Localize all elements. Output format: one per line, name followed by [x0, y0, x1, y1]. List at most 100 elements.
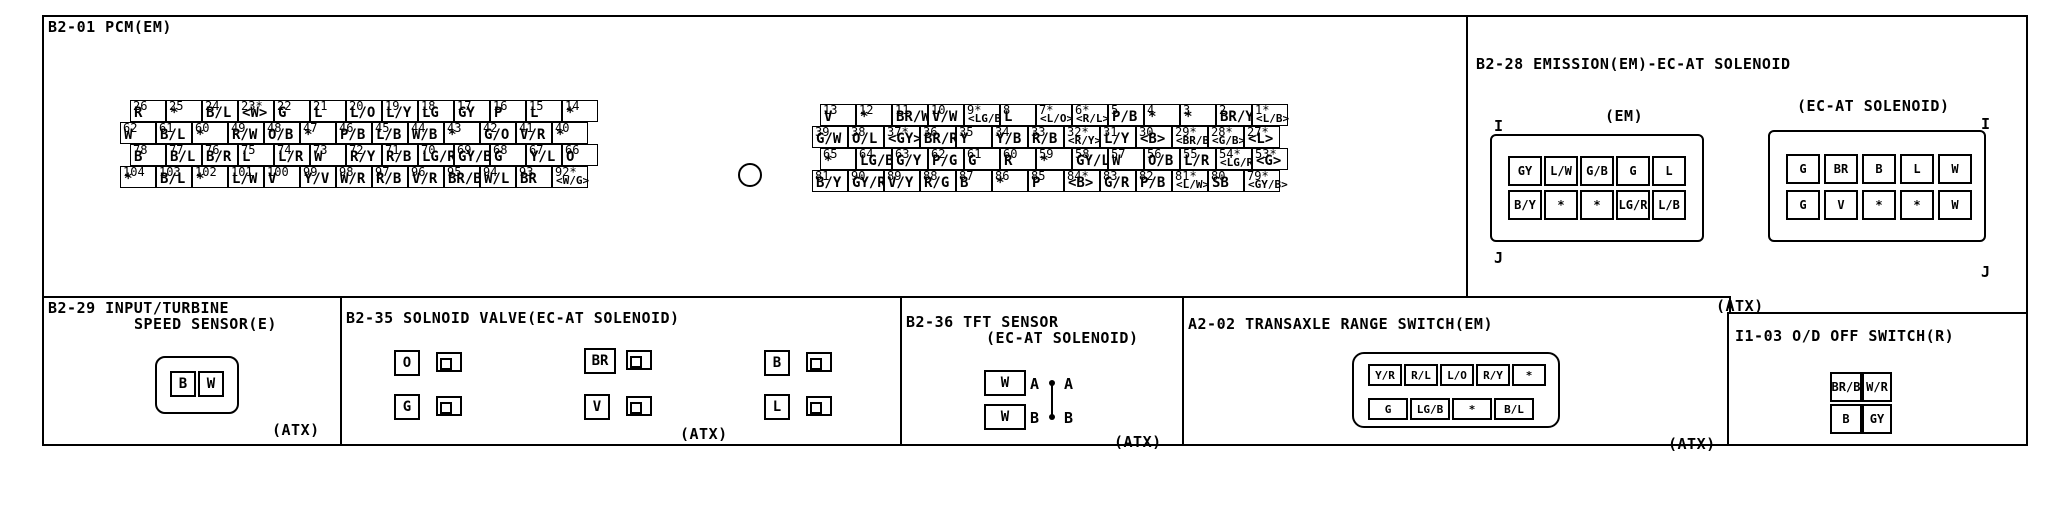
ecat-connector-housing: [1768, 130, 1986, 242]
pin-number: 9*: [967, 103, 982, 117]
wire-color: R: [134, 105, 143, 121]
wire-color: *: [566, 105, 575, 121]
pin-number: 60: [195, 121, 210, 135]
pin-number: 89: [887, 169, 902, 183]
pin-number: 12: [859, 103, 874, 117]
pin-number: 43: [447, 121, 462, 135]
em-pin: LG/R: [1616, 190, 1650, 220]
solenoid-pin: B: [764, 350, 790, 376]
range-switch-pin: *: [1452, 398, 1492, 420]
em-pin-i-label: I: [1494, 117, 1504, 135]
solenoid-terminal-icon: [626, 396, 652, 416]
wire-color: B/L: [160, 171, 186, 187]
pin-number: 34: [995, 125, 1010, 139]
wire-color: L: [530, 105, 539, 121]
pin-number: 36: [923, 125, 938, 139]
wire-color: <R/L>: [1076, 112, 1110, 125]
pin-number: 101: [231, 165, 253, 179]
pin-number: 38: [851, 125, 866, 139]
ecat-pin: *: [1862, 190, 1896, 220]
wire-color: B: [960, 175, 969, 191]
pcm-pin: 54*<LG/R>: [1216, 148, 1260, 170]
wire-color: *: [124, 171, 133, 187]
wire-color: P: [494, 105, 503, 121]
wire-color: <BR/B>: [1176, 134, 1216, 147]
pin-number: 27*: [1247, 125, 1269, 139]
pin-number: 93: [519, 165, 534, 179]
pcm-pin: 40*: [552, 122, 588, 144]
pin-number: 32*: [1067, 125, 1089, 139]
wire-color: V/R: [520, 127, 546, 143]
range-switch-title: A2-02 TRANSAXLE RANGE SWITCH(EM): [1188, 315, 1493, 333]
pin-number: 49: [231, 121, 246, 135]
tft-pin-top: W: [984, 370, 1026, 396]
wire-color: O/B: [1148, 153, 1174, 169]
range-switch-pin: L/O: [1440, 364, 1474, 386]
wire-color: W/B: [412, 127, 438, 143]
wire-color: L/R: [278, 149, 304, 165]
pin-number: 70: [421, 143, 436, 157]
pin-number: 92*: [555, 165, 577, 179]
pin-number: 18: [421, 99, 436, 113]
wire-color: V: [268, 171, 277, 187]
pin-number: 95: [447, 165, 462, 179]
em-pin: L/W: [1544, 156, 1578, 186]
pin-number: 55: [1183, 147, 1198, 161]
pin-number: 8: [1003, 103, 1011, 117]
pcm-pin: 28*<G/B>: [1208, 126, 1245, 148]
wire-color: B: [134, 149, 143, 165]
ecat-label: (EC-AT SOLENOID): [1797, 97, 1950, 115]
pin-number: 37*: [887, 125, 909, 139]
wire-color: R/W: [232, 127, 258, 143]
pin-number: 62: [931, 147, 946, 161]
pin-number: 71: [385, 143, 400, 157]
pin-number: 79*: [1247, 169, 1269, 183]
wire-color: L: [1004, 109, 1013, 125]
em-pin: G: [1616, 156, 1650, 186]
wire-color: Y: [960, 131, 969, 147]
wire-color: L/B: [376, 127, 402, 143]
pin-number: 98: [339, 165, 354, 179]
pin-number: 62: [123, 121, 138, 135]
solenoid-terminal-icon: [806, 396, 832, 416]
wire-color: G: [278, 105, 287, 121]
tft-pin-bottom: W: [984, 404, 1026, 430]
em-pin: GY: [1508, 156, 1542, 186]
wire-color: GY/B: [458, 149, 492, 165]
wire-color: L: [314, 105, 323, 121]
wire-color: R/Y: [350, 149, 376, 165]
ecat-pin: G: [1786, 154, 1820, 184]
wire-color: P/G: [932, 153, 958, 169]
pin-number: 19: [385, 99, 400, 113]
pin-number: 97: [375, 165, 390, 179]
wire-color: G/W: [816, 131, 842, 147]
solenoid-pin: L: [764, 394, 790, 420]
pin-number: 59: [1039, 147, 1054, 161]
pin-number: 33: [1031, 125, 1046, 139]
wire-color: V/Y: [888, 175, 914, 191]
pin-number: 90: [851, 169, 866, 183]
wire-color: GY/R: [852, 175, 886, 191]
wire-color: W: [124, 127, 133, 143]
pin-number: 40: [555, 121, 570, 135]
wire-color: L/Y: [386, 105, 412, 121]
wire-color: Y/V: [304, 171, 330, 187]
wire-color: *: [304, 127, 313, 143]
